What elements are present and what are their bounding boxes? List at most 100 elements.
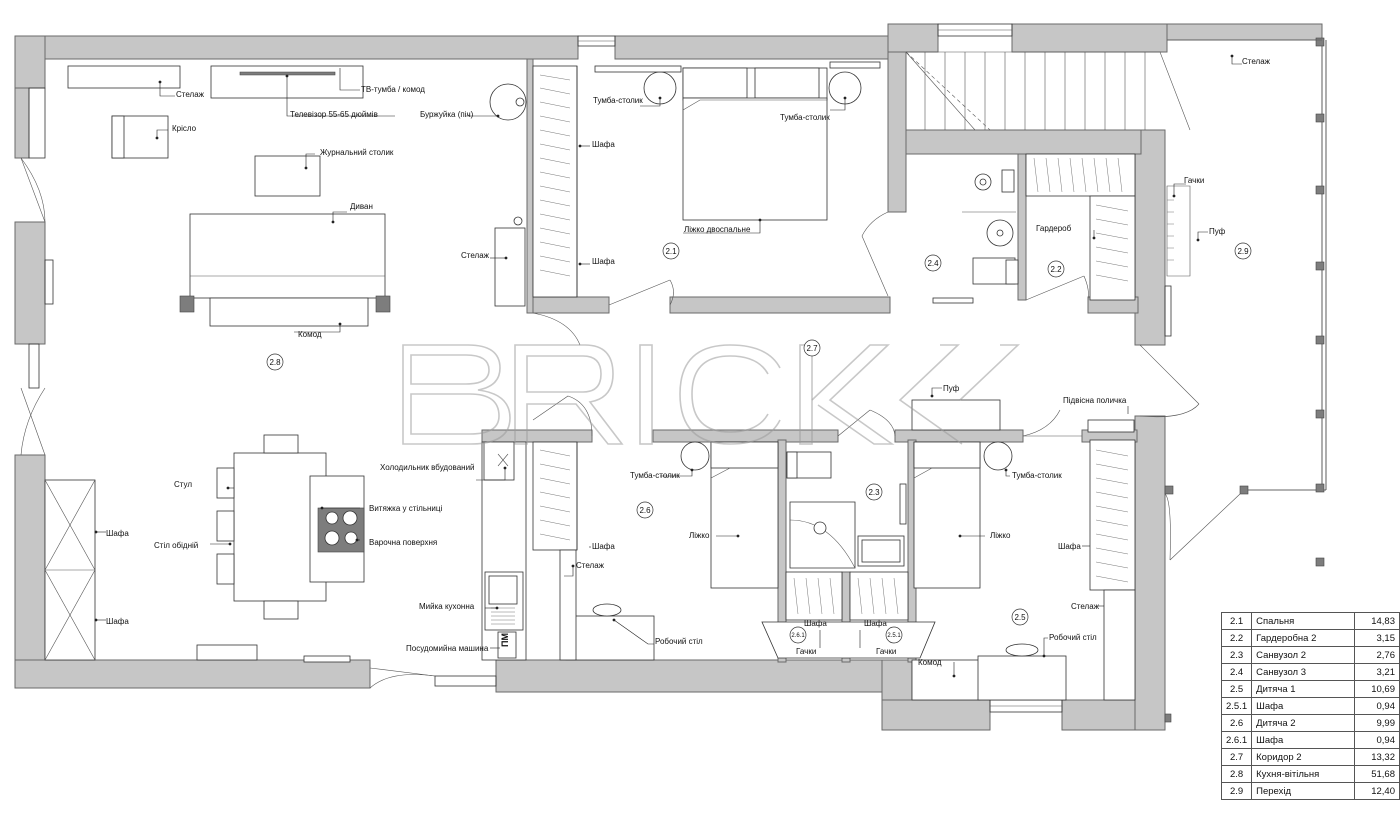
room-tag-2-7: 2.7 — [806, 344, 818, 353]
legend-code: 2.4 — [1220, 663, 1253, 681]
legend-area: 13,32 — [1353, 748, 1400, 766]
legend-name: Коридор 2 — [1251, 748, 1355, 766]
legend-area: 12,40 — [1353, 782, 1400, 800]
legend-area: 2,76 — [1353, 646, 1400, 664]
legend-code: 2.9 — [1220, 782, 1253, 800]
label-coffee-table: Журнальний столик — [320, 148, 394, 157]
legend-area: 0,94 — [1353, 731, 1400, 749]
label-pouf-hall: Пуф — [943, 384, 960, 393]
label-shelf-hall: Стелаж — [461, 251, 490, 260]
label-wardrobe-bedroom-2: Шафа — [592, 257, 615, 266]
legend-code: 2.3 — [1220, 646, 1253, 664]
room-tag-2-3: 2.3 — [868, 488, 880, 497]
legend-code: 2.5 — [1220, 680, 1253, 698]
stairs — [905, 51, 1146, 131]
label-bed-kids2: Ліжко — [689, 531, 710, 540]
label-desk-kids1: Робочий стіл — [1049, 633, 1097, 642]
legend-code: 2.2 — [1220, 629, 1253, 647]
label-dresser-living: Комод — [298, 330, 322, 339]
legend-name: Дитяча 2 — [1251, 714, 1355, 732]
label-tv-stand: ТВ-тумба / комод — [361, 85, 425, 94]
doors — [20, 51, 1241, 689]
label-hooks-2-6-1: Гачки — [796, 647, 816, 656]
bathroom-2-4 — [932, 169, 1019, 304]
room-tag-2-5: 2.5 — [1014, 613, 1026, 622]
label-armchair: Крісло — [172, 124, 197, 133]
legend-code: 2.6 — [1220, 714, 1253, 732]
legend-area: 3,15 — [1353, 629, 1400, 647]
label-dining-table: Стіл обідній — [154, 541, 198, 550]
legend-name: Спальня — [1251, 612, 1355, 630]
label-shelf-kids1: Стелаж — [1071, 602, 1100, 611]
label-wardrobe-kids1: Шафа — [1058, 542, 1081, 551]
label-hanging-shelf: Підвісна поличка — [1063, 396, 1127, 405]
legend-area: 51,68 — [1353, 765, 1400, 783]
room-tag-2-9: 2.9 — [1237, 247, 1249, 256]
label-dishwasher-mark: ПМ — [500, 633, 510, 647]
legend-name: Шафа — [1251, 697, 1355, 715]
legend-code: 2.6.1 — [1220, 731, 1253, 749]
label-dresser-kids1: Комод — [918, 658, 942, 667]
label-tv: Телевізор 55-65 дюймів — [290, 110, 378, 119]
label-fridge: Холодильник вбудований — [380, 463, 475, 472]
label-shelf-living: Стелаж — [176, 90, 205, 99]
legend-area: 10,69 — [1353, 680, 1400, 698]
kids-rooms — [559, 185, 1191, 701]
room-tag-2-6: 2.6 — [639, 506, 651, 515]
label-double-bed: Ліжко двоспальне — [684, 225, 751, 234]
room-tag-2-1: 2.1 — [665, 247, 677, 256]
legend-code: 2.5.1 — [1220, 697, 1253, 715]
legend-name: Дитяча 1 — [1251, 680, 1355, 698]
room-tag-2-8: 2.8 — [269, 358, 281, 367]
room-tag-2-2: 2.2 — [1050, 265, 1062, 274]
label-shelf-passage: Стелаж — [1242, 57, 1271, 66]
label-nightstand-kids1: Тумба-столик — [1012, 471, 1062, 480]
bathroom-2-3 — [786, 451, 907, 569]
label-desk-kids2: Робочий стіл — [655, 637, 703, 646]
leader-dots — [94, 54, 1234, 678]
legend-area: 3,21 — [1353, 663, 1400, 681]
leaders — [96, 56, 1242, 676]
room-tag-2-5-1: 2.5.1 — [887, 633, 901, 639]
legend-name: Кухня-вітільня — [1251, 765, 1355, 783]
legend-name: Перехід — [1251, 782, 1355, 800]
label-shelf-kids2: Стелаж — [576, 561, 605, 570]
room-tags: 2.1 2.2 2.3 2.4 2.5 2.5.1 2.6 2.6.1 2.7 … — [266, 242, 1252, 644]
label-wardrobe-living-1: Шафа — [106, 529, 129, 538]
legend-code: 2.8 — [1220, 765, 1253, 783]
label-pouf-passage: Пуф — [1209, 227, 1226, 236]
label-chair: Стул — [174, 480, 192, 489]
label-cooktop: Варочна поверхня — [369, 538, 437, 547]
room-tag-2-6-1: 2.6.1 — [791, 633, 805, 639]
label-hood: Витяжка у стільниці — [369, 504, 442, 513]
label-nightstand-right: Тумба-столик — [780, 113, 830, 122]
label-sofa: Диван — [350, 202, 373, 211]
legend-area: 14,83 — [1353, 612, 1400, 630]
label-closet: Гардероб — [1036, 224, 1072, 233]
walls — [14, 23, 1323, 731]
label-wardrobe-2-6-1: Шафа — [804, 619, 827, 628]
label-nightstand-kids2: Тумба-столик — [630, 471, 680, 480]
label-sink: Мийка кухонна — [419, 602, 475, 611]
legend-code: 2.1 — [1220, 612, 1253, 630]
watermark-logo — [402, 344, 1021, 445]
label-hooks-2-5-1: Гачки — [876, 647, 896, 656]
legend-area: 0,94 — [1353, 697, 1400, 715]
passage-frame — [1164, 37, 1327, 723]
labels: Стелаж ТВ-тумба / комод Телевізор 55-65 … — [106, 57, 1271, 667]
legend-name: Санвузол 3 — [1251, 663, 1355, 681]
label-wardrobe-living-2: Шафа — [106, 617, 129, 626]
legend-name: Санвузол 2 — [1251, 646, 1355, 664]
